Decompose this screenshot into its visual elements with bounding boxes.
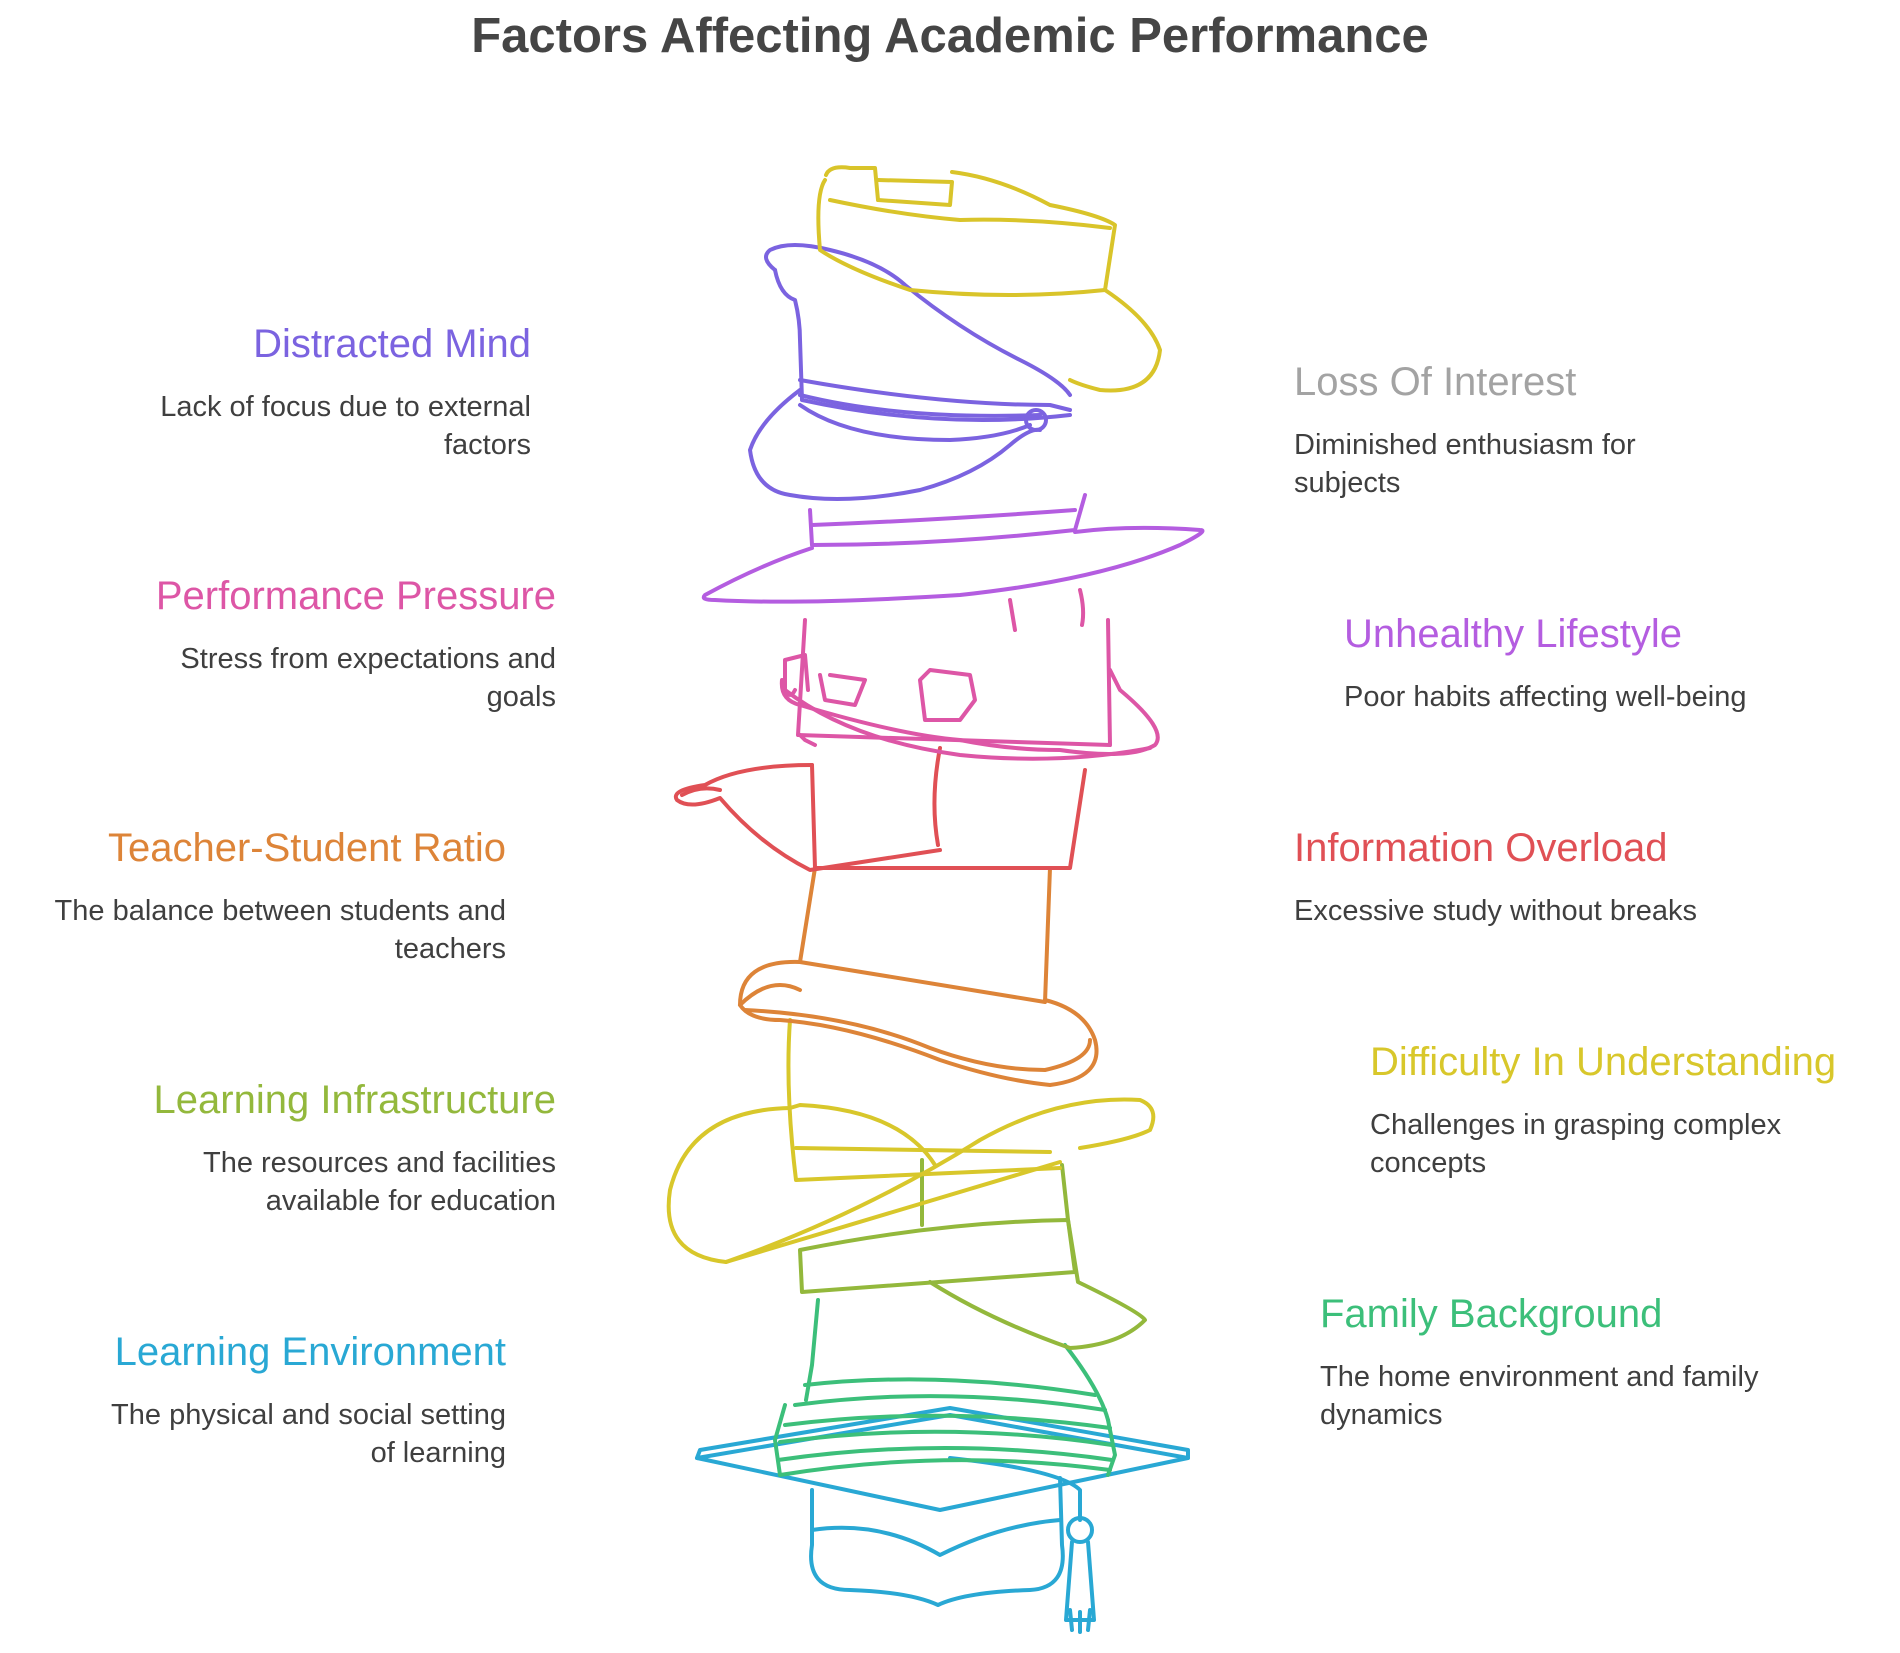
- factor-distracted-mind: Distracted Mind Lack of focus due to ext…: [11, 320, 531, 464]
- factor-description: Excessive study without breaks: [1294, 895, 1697, 927]
- factor-description: Lack of focus due to external factors: [160, 391, 531, 461]
- factor-description: The physical and social setting of learn…: [111, 1399, 506, 1469]
- peaked-cap-icon: [748, 243, 1072, 501]
- factor-title: Unhealthy Lifestyle: [1344, 612, 1682, 656]
- factor-description: The balance between students and teacher…: [54, 895, 506, 965]
- factor-learning-infrastructure: Learning Infrastructure The resources an…: [36, 1076, 556, 1220]
- factor-title: Performance Pressure: [155, 574, 556, 618]
- factor-loss-of-interest: Loss Of Interest Diminished enthusiasm f…: [1294, 358, 1814, 502]
- factor-title: Information Overload: [1294, 826, 1668, 870]
- factor-information-overload: Information Overload Excessive study wit…: [1294, 824, 1814, 930]
- factor-teacher-student-ratio: Teacher-Student Ratio The balance betwee…: [0, 824, 506, 968]
- factor-title: Loss Of Interest: [1294, 360, 1577, 404]
- factor-performance-pressure: Performance Pressure Stress from expecta…: [36, 572, 556, 716]
- factor-title: Learning Environment: [114, 1330, 506, 1374]
- factor-title: Teacher-Student Ratio: [107, 826, 506, 870]
- factor-title: Learning Infrastructure: [153, 1078, 556, 1122]
- factor-title: Difficulty In Understanding: [1370, 1040, 1837, 1084]
- factor-description: The home environment and family dynamics: [1320, 1361, 1759, 1431]
- factor-title: Distracted Mind: [253, 322, 531, 366]
- factor-description: Challenges in grasping complex concepts: [1370, 1109, 1782, 1179]
- page-title: Factors Affecting Academic Performance: [471, 9, 1429, 63]
- factor-difficulty-in-understanding: Difficulty In Understanding Challenges i…: [1370, 1038, 1890, 1182]
- factor-description: Poor habits affecting well-being: [1344, 681, 1747, 713]
- factor-learning-environment: Learning Environment The physical and so…: [0, 1328, 506, 1472]
- wide-brim-hat-icon: [701, 493, 1205, 604]
- bucket-hat-icon: [779, 588, 1160, 761]
- factor-unhealthy-lifestyle: Unhealthy Lifestyle Poor habits affectin…: [1344, 610, 1864, 716]
- factor-description: Stress from expectations and goals: [180, 643, 556, 713]
- top-hat-icon: [738, 866, 1099, 1087]
- beanie-icon: [773, 1298, 1117, 1477]
- factor-description: Diminished enthusiasm for subjects: [1294, 429, 1636, 499]
- flat-cap-icon: [798, 1158, 1147, 1350]
- cowboy-hat-icon: [666, 1018, 1156, 1264]
- baseball-cap-icon: [673, 746, 1087, 872]
- factor-description: The resources and facilities available f…: [203, 1147, 556, 1217]
- factor-title: Family Background: [1320, 1292, 1663, 1336]
- graduation-cap-icon: [695, 1406, 1190, 1634]
- visor-icon: [816, 165, 1162, 393]
- factor-family-background: Family Background The home environment a…: [1320, 1290, 1840, 1434]
